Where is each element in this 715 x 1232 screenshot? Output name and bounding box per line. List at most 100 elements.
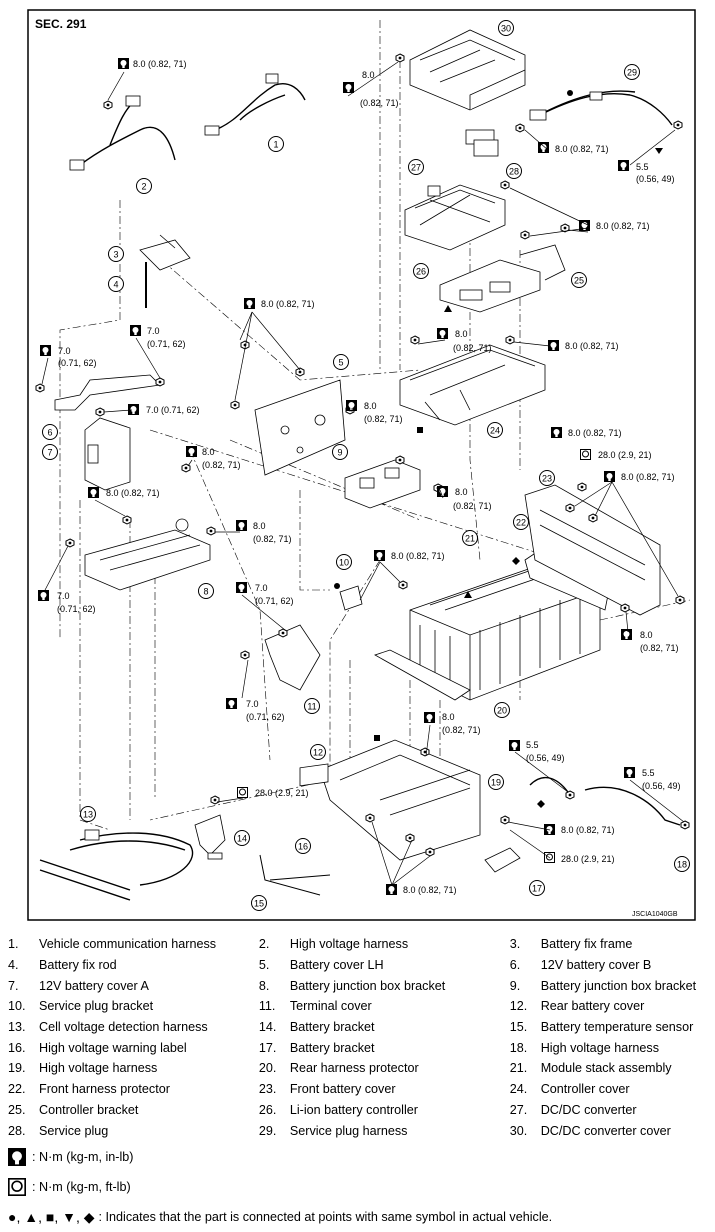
symbol-diamond — [537, 800, 545, 808]
part-callout-25: 25 — [571, 272, 587, 288]
svg-text:16: 16 — [298, 842, 308, 852]
svg-text:1: 1 — [273, 140, 278, 150]
torque-wrench-outline-icon — [8, 1178, 26, 1196]
part-callout-4: 4 — [108, 276, 124, 292]
torque-callout: 8.0(0.82, 71) — [437, 486, 492, 511]
torque-callout: 5.5(0.56, 49) — [618, 160, 675, 184]
part-callout-21: 21 — [462, 530, 478, 546]
part-callout-20: 20 — [494, 702, 510, 718]
symbol-circle — [334, 583, 340, 589]
part-callout-18: 18 — [674, 856, 690, 872]
legend-row: 4.Battery fix rod 5.Battery cover LH 6.1… — [8, 955, 708, 976]
svg-text:(0.82, 71): (0.82, 71) — [364, 414, 403, 424]
torque-callout: 28.0 (2.9, 21) — [237, 787, 309, 798]
svg-text:13: 13 — [83, 810, 93, 820]
svg-text:24: 24 — [490, 426, 500, 436]
vehicle-comm-harness-part — [204, 73, 306, 136]
legend-row: 7.12V battery cover A 8.Battery junction… — [8, 975, 708, 996]
legend-item: 1.Vehicle communication harness — [8, 937, 217, 952]
torque-callout: 7.0(0.71, 62) — [40, 345, 97, 368]
svg-text:7.0: 7.0 — [246, 699, 259, 709]
svg-text:8.0 (0.82, 71): 8.0 (0.82, 71) — [561, 825, 615, 835]
svg-text:8.0: 8.0 — [455, 329, 468, 339]
legend-item: 23.Front battery cover — [258, 1082, 396, 1097]
torque-callout: 7.0(0.71, 62) — [38, 590, 96, 614]
legend-row: 22.Front harness protector 23.Front batt… — [8, 1079, 708, 1100]
svg-text:(0.82, 71): (0.82, 71) — [360, 98, 399, 108]
svg-text:7.0: 7.0 — [255, 583, 268, 593]
terminal-cover-part — [264, 624, 321, 691]
svg-text:5.5: 5.5 — [526, 740, 539, 750]
legend-item: 28.Service plug — [8, 1123, 109, 1138]
service-plug-bracket-part — [339, 585, 363, 611]
torque-callout: 8.0 (0.82, 71) — [386, 884, 457, 895]
svg-text:(0.82, 71): (0.82, 71) — [202, 460, 241, 470]
legend-item: 5.Battery cover LH — [258, 958, 384, 973]
part-callout-24: 24 — [487, 422, 503, 438]
svg-text:8.0 (0.82, 71): 8.0 (0.82, 71) — [133, 59, 187, 69]
svg-text:8.0 (0.82, 71): 8.0 (0.82, 71) — [565, 341, 619, 351]
symbol-explanation: : Indicates that the part is connected a… — [98, 1210, 553, 1224]
note-symbols: ●, ▲, ■, ▼, ◆ : Indicates that the part … — [8, 1202, 708, 1232]
svg-text:7.0: 7.0 — [147, 326, 160, 336]
controller-bracket-part — [519, 244, 566, 281]
legend-item: 30.DC/DC converter cover — [509, 1123, 671, 1138]
legend-row: 28.Service plug 29.Service plug harness … — [8, 1120, 708, 1141]
notes-section: : N·m (kg-m, in-lb) : N·m (kg-m, ft-lb) … — [8, 1142, 708, 1232]
callout-leaders — [41, 61, 685, 886]
svg-text:5.5: 5.5 — [642, 768, 655, 778]
part-callout-17: 17 — [529, 880, 545, 896]
legend-item: 14.Battery bracket — [258, 1020, 375, 1035]
legend-item: 8.Battery junction box bracket — [258, 978, 446, 993]
legend-item: 25.Controller bracket — [8, 1102, 139, 1117]
legend-item: 6.12V battery cover B — [509, 958, 652, 973]
svg-text:8.0 (0.82, 71): 8.0 (0.82, 71) — [403, 885, 457, 895]
battery-bracket-17-part — [484, 847, 521, 873]
symbol-diamond — [512, 557, 520, 565]
svg-text:9: 9 — [337, 448, 342, 458]
torque-callout: 8.0(0.82, 71) — [343, 70, 399, 108]
svg-text:8.0 (0.82, 71): 8.0 (0.82, 71) — [568, 428, 622, 438]
note-torque-ftlb-text: : N·m (kg-m, ft-lb) — [32, 1180, 131, 1194]
svg-text:29: 29 — [627, 68, 637, 78]
torque-callout: 5.5(0.56, 49) — [624, 767, 681, 791]
note-torque-inlb: : N·m (kg-m, in-lb) — [8, 1142, 708, 1172]
legend-item: 15.Battery temperature sensor — [509, 1020, 694, 1035]
svg-text:8.0: 8.0 — [202, 447, 215, 457]
svg-text:8.0 (0.82, 71): 8.0 (0.82, 71) — [621, 472, 675, 482]
svg-text:5: 5 — [338, 358, 343, 368]
svg-text:(0.82, 71): (0.82, 71) — [453, 501, 492, 511]
legend-item: 21.Module stack assembly — [509, 1061, 672, 1076]
part-callout-9: 9 — [332, 444, 348, 460]
svg-text:2: 2 — [141, 182, 146, 192]
part-callout-16: 16 — [295, 838, 311, 854]
svg-text:21: 21 — [465, 534, 475, 544]
symbol-circle — [567, 90, 573, 96]
symbol-square — [417, 427, 423, 433]
svg-text:8: 8 — [203, 587, 208, 597]
svg-text:4: 4 — [113, 280, 118, 290]
legend-item: 9.Battery junction box bracket — [509, 978, 697, 993]
torque-callout: 8.0 (0.82, 71) — [437, 328, 492, 353]
note-torque-ftlb: : N·m (kg-m, ft-lb) — [8, 1172, 708, 1202]
part-callout-12: 12 — [310, 744, 326, 760]
torque-callout: 7.0(0.71, 62) — [226, 698, 285, 722]
junction-box-bracket-9-part — [344, 459, 421, 509]
section-label: SEC. 291 — [35, 17, 87, 31]
rear-battery-cover-part — [319, 739, 481, 861]
svg-text:(0.82, 71): (0.82, 71) — [453, 343, 492, 353]
part-callout-27: 27 — [408, 159, 424, 175]
legend-item: 29.Service plug harness — [258, 1123, 408, 1138]
svg-text:8.0 (0.82, 71): 8.0 (0.82, 71) — [596, 221, 650, 231]
legend-row: 13.Cell voltage detection harness 14.Bat… — [8, 1017, 708, 1038]
part-callout-14: 14 — [234, 830, 250, 846]
part-callout-6: 6 — [42, 424, 58, 440]
svg-text:28: 28 — [509, 167, 519, 177]
symbol-triangle-down — [655, 148, 663, 154]
legend-item: 26.Li-ion battery controller — [258, 1102, 418, 1117]
torque-callout: 7.0(0.71, 62) — [130, 325, 186, 349]
torque-callout: 8.0(0.82, 71) — [346, 400, 403, 424]
torque-callout: 7.0(0.71, 62) — [236, 582, 294, 606]
svg-text:23: 23 — [542, 474, 552, 484]
torque-callout: 8.0 (0.82, 71) — [579, 220, 650, 231]
